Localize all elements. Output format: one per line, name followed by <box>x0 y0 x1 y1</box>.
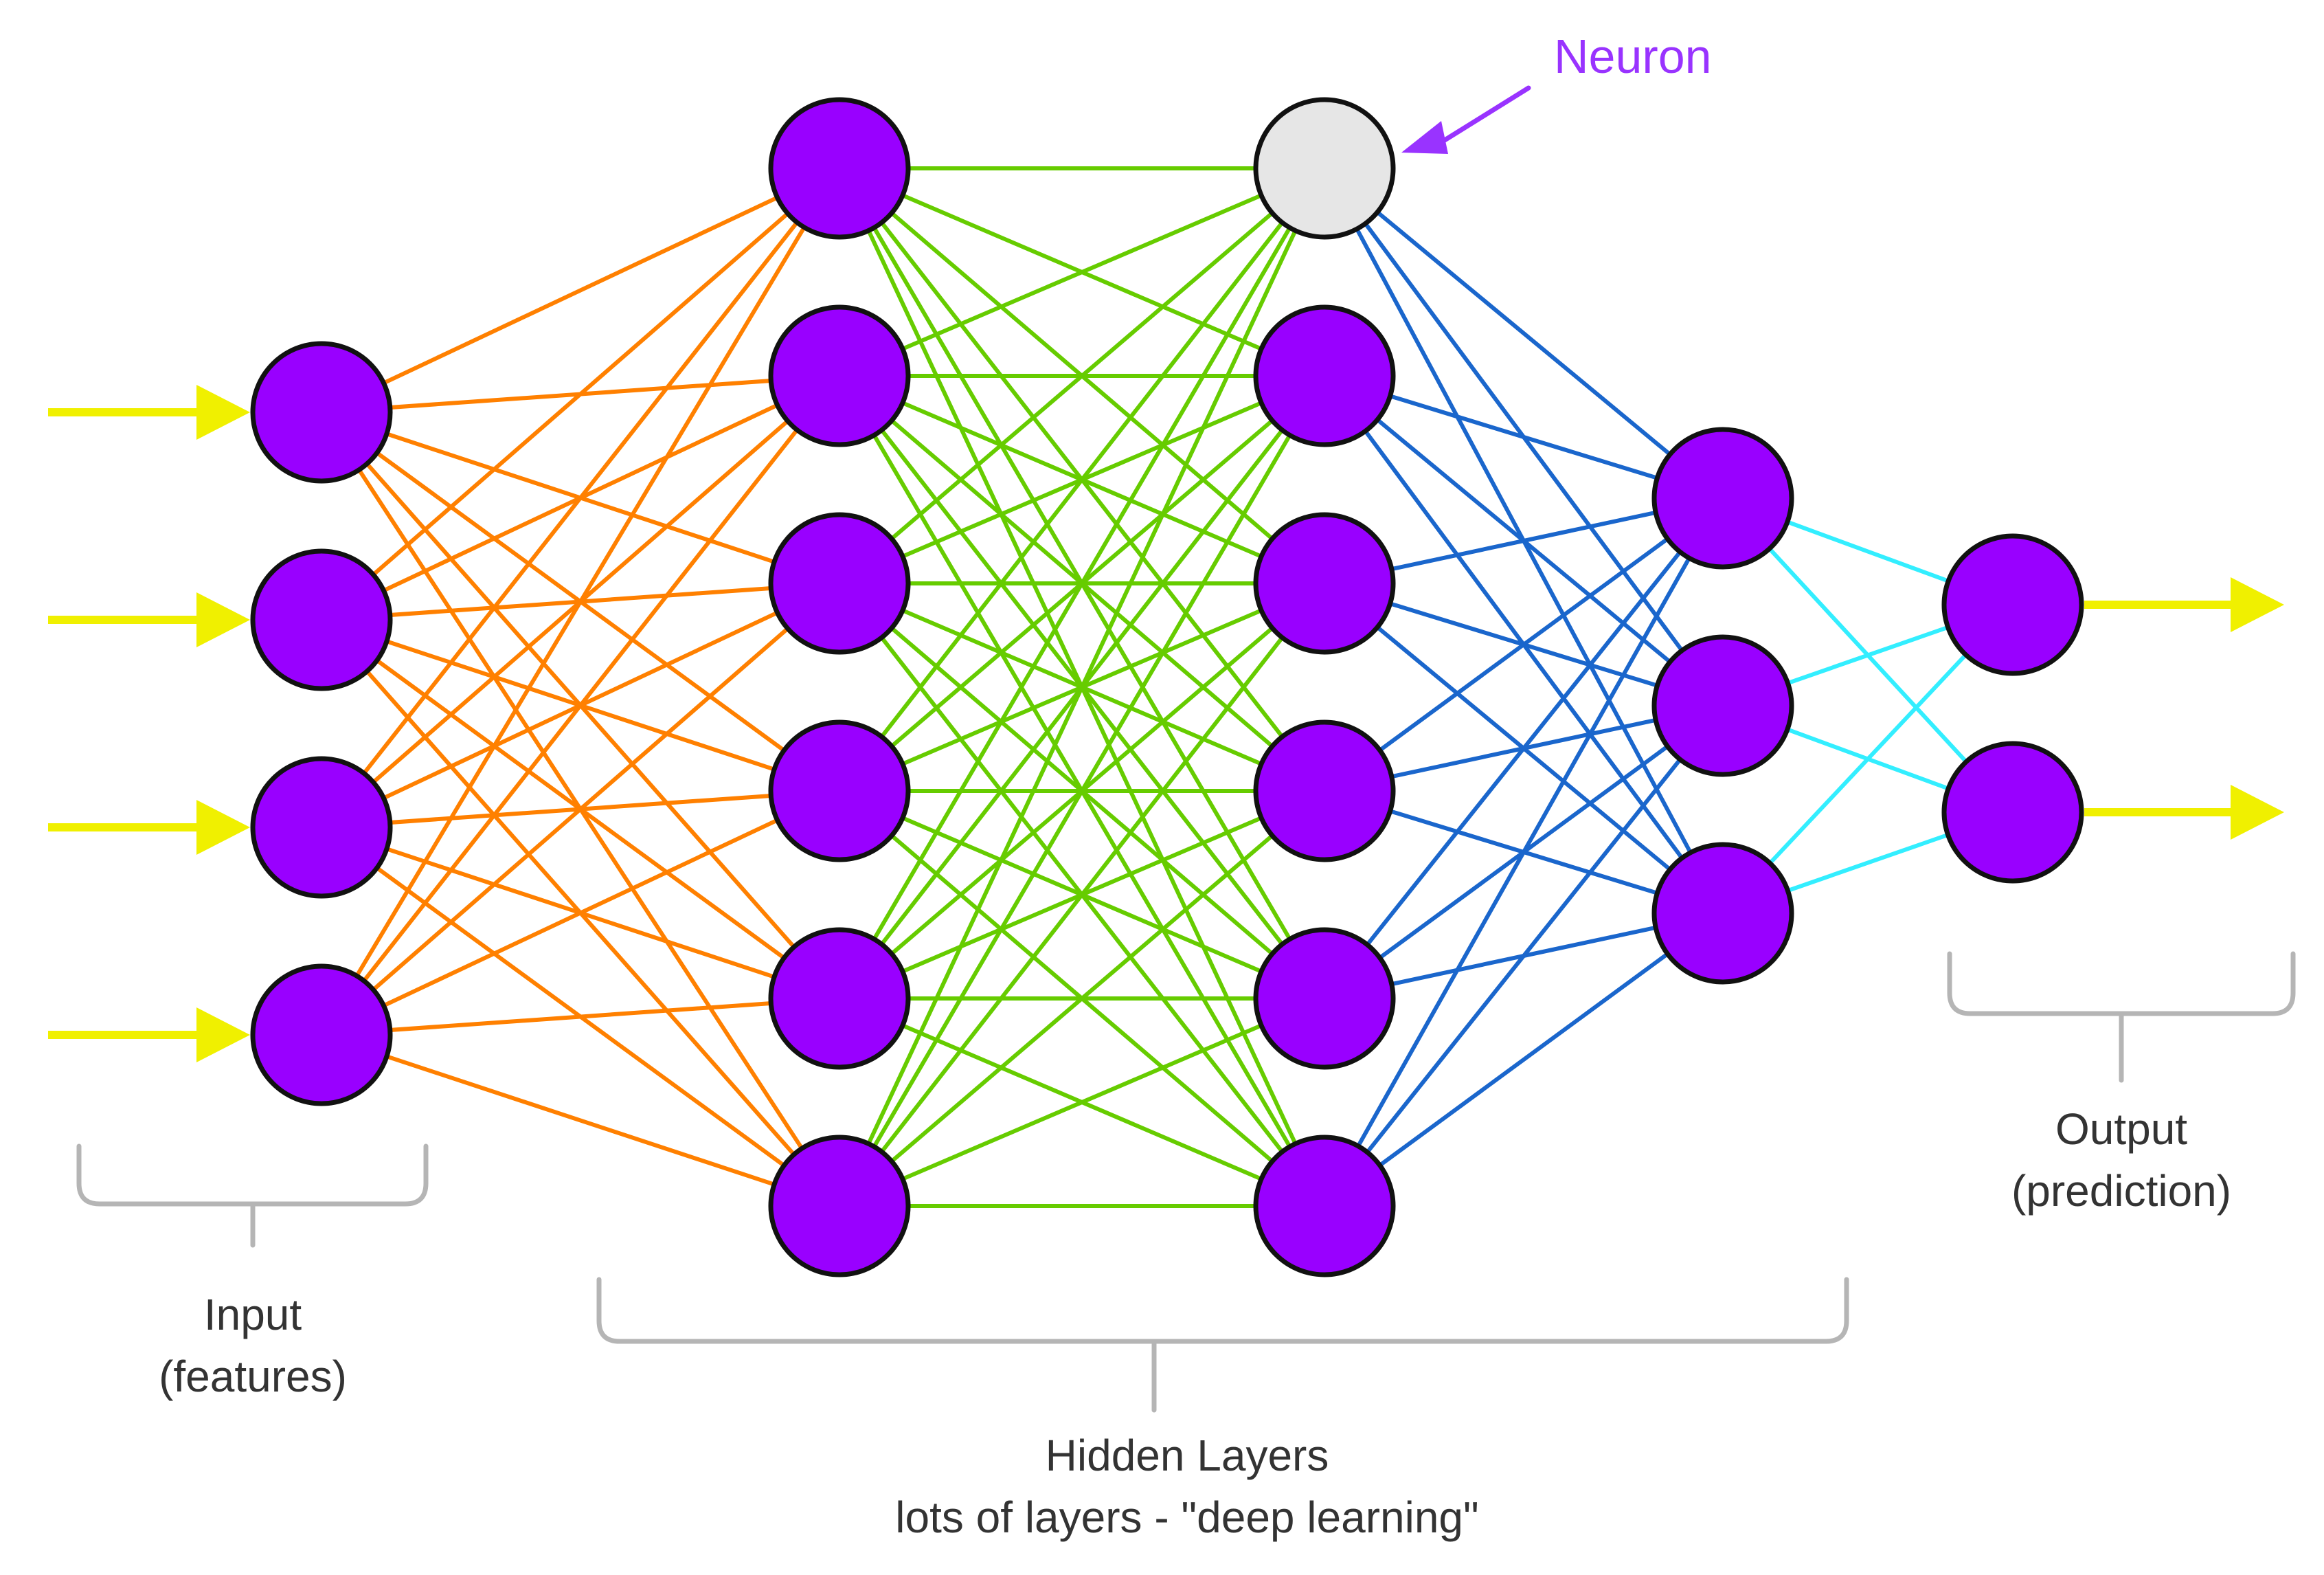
connection-1-5-1 <box>837 375 1327 1207</box>
connection-1-5-0 <box>837 167 1327 1207</box>
neuron-hidden-2-4 <box>1253 927 1396 1070</box>
neuron-hidden-3-2 <box>1651 842 1794 985</box>
neuron-hidden-2-3 <box>1253 719 1396 862</box>
neuron-hidden-2-1 <box>1253 304 1396 447</box>
connection-0-3-4 <box>321 996 840 1037</box>
neuron-input-1 <box>250 548 393 691</box>
output-arrow-1-head <box>2231 785 2284 840</box>
connection-2-3-0 <box>1323 496 1724 793</box>
neuron-hidden-2-5 <box>1253 1135 1396 1277</box>
connection-2-4-0 <box>1322 497 1725 1000</box>
neuron-callout-arrow <box>1401 85 1531 154</box>
connection-0-3-2 <box>320 581 841 1037</box>
connection-1-3-0 <box>837 167 1327 792</box>
neuron-hidden-1-4 <box>768 927 911 1070</box>
highlighted-neuron <box>1253 97 1396 240</box>
input-bracket <box>76 1143 429 1248</box>
connections-layer <box>319 166 2015 1208</box>
input-label-line2: (features) <box>159 1352 347 1401</box>
connection-1-5-2 <box>837 582 1327 1207</box>
input-arrow-0-head <box>196 385 250 440</box>
neuron-hidden-1-5 <box>768 1135 911 1277</box>
connection-1-2-0 <box>838 166 1326 585</box>
input-arrow-1-head <box>196 592 250 647</box>
connection-2-5-2 <box>1323 911 1724 1208</box>
neuron-input-3 <box>250 963 393 1106</box>
connection-1-4-0 <box>837 167 1327 1000</box>
connection-0-1-0 <box>320 166 841 622</box>
neuron-hidden-2-2 <box>1253 512 1396 655</box>
connection-0-3-3 <box>320 789 841 1037</box>
neuron-hidden-1-3 <box>768 719 911 862</box>
hidden-label-line2: lots of layers - "deep learning" <box>895 1493 1478 1542</box>
input-label-line1: Input <box>204 1290 302 1339</box>
connection-1-5-3 <box>838 789 1326 1208</box>
connection-0-2-0 <box>319 167 842 829</box>
neuron-output-1 <box>1941 741 2084 884</box>
connection-1-1-0 <box>838 166 1326 378</box>
neuron-output-0 <box>1941 533 2084 676</box>
output-bracket <box>1947 951 2296 1083</box>
neuron-hidden-1-0 <box>768 97 911 240</box>
neuron-hidden-1-1 <box>768 304 911 447</box>
output-arrow-0-head <box>2231 577 2284 632</box>
hidden-label-line1: Hidden Layers <box>1046 1431 1329 1480</box>
input-arrow-3-head <box>196 1007 250 1062</box>
neuron-hidden-3-0 <box>1651 427 1794 570</box>
connection-0-3-0 <box>319 167 842 1036</box>
neurons-layer <box>250 97 2084 1277</box>
connection-2-5-0 <box>1322 497 1725 1207</box>
neuron-callout-label: Neuron <box>1554 30 1712 83</box>
hidden-layers-bracket <box>596 1277 1849 1413</box>
input-arrow-2-head <box>196 800 250 855</box>
connection-1-5-4 <box>838 996 1326 1208</box>
connection-0-3-1 <box>319 375 842 1036</box>
neuron-input-2 <box>250 756 393 899</box>
connection-0-3-5 <box>321 1033 840 1208</box>
neuron-hidden-3-1 <box>1651 634 1794 777</box>
connection-0-0-0 <box>320 166 841 414</box>
output-label-line2: (prediction) <box>2011 1166 2231 1216</box>
connection-2-5-1 <box>1322 704 1725 1207</box>
output-label-line1: Output <box>2055 1104 2187 1154</box>
neuron-input-0 <box>250 341 393 484</box>
neuron-hidden-1-2 <box>768 512 911 655</box>
connection-2-0-0 <box>1323 166 1724 500</box>
io-arrows-layer <box>48 385 2284 1062</box>
